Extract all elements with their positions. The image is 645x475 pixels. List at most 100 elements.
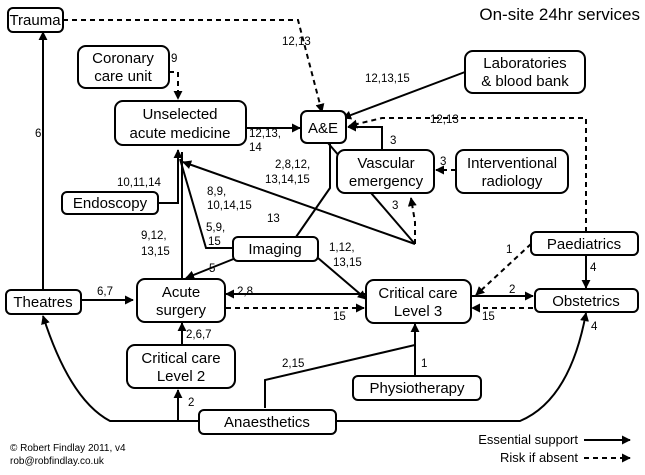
- node-trauma: Trauma: [7, 7, 64, 33]
- edge-vascular-ae: [347, 122, 383, 150]
- edge-label: 13,15: [333, 257, 362, 269]
- node-label: Anaesthetics: [224, 414, 310, 431]
- edge-label: 3: [392, 200, 398, 212]
- edge-label: 13: [267, 213, 280, 225]
- node-label: Physiotherapy: [369, 380, 465, 397]
- credit-line: © Robert Findlay 2011, v4: [10, 443, 126, 454]
- node-endoscopy: Endoscopy: [61, 191, 159, 215]
- edge-endoscopy-unselected: [158, 149, 183, 204]
- edge-cc3-unselected: [182, 160, 416, 245]
- node-imaging: Imaging: [232, 236, 319, 262]
- edge-label: 2: [188, 397, 194, 409]
- legend-dashed-label: Risk if absent: [500, 450, 578, 465]
- node-label: radiology: [482, 173, 543, 190]
- edge-imaging-ae: [295, 143, 331, 238]
- edge-label: 13,15: [141, 246, 170, 258]
- edge-label: 9: [171, 53, 177, 65]
- edge-label: 3: [440, 156, 446, 168]
- node-label: & blood bank: [481, 73, 569, 90]
- edge-label: 10,14,15: [207, 200, 252, 212]
- edge-label: 12,13: [430, 114, 459, 126]
- edge-imaging-unselected: [179, 158, 233, 249]
- edge-label: 10,11,14: [117, 177, 162, 189]
- node-label: Interventional: [467, 155, 557, 172]
- diagram-title: On-site 24hr services: [479, 5, 640, 24]
- edge-trauma-ae: [63, 19, 325, 113]
- node-label: Critical care: [378, 285, 457, 302]
- node-label: surgery: [156, 302, 207, 319]
- edge-label: 2,15: [282, 358, 304, 370]
- node-label: Critical care: [141, 350, 220, 367]
- node-label: Level 3: [394, 303, 442, 320]
- node-obstetrics: Obstetrics: [534, 288, 639, 313]
- edge-label: 1: [421, 358, 427, 370]
- node-label: Vascular: [357, 155, 414, 172]
- edge-label: 12,13: [282, 36, 311, 48]
- node-unselected-acute-medicine: Unselected acute medicine: [114, 100, 247, 146]
- edge-paed-ae: [348, 117, 587, 232]
- edge-label: 2,6,7: [186, 329, 212, 341]
- edge-imaging-cc3: [317, 257, 367, 300]
- legend: Essential support Risk if absent: [478, 432, 631, 465]
- edge-label: 12,13,: [249, 128, 281, 140]
- edge-label: 6: [35, 128, 41, 140]
- edge-label: 14: [249, 142, 262, 154]
- edge-label: 8,9,: [207, 186, 226, 198]
- node-interventional-radiology: Interventional radiology: [455, 149, 569, 194]
- node-critical-care-level-2: Critical care Level 2: [126, 344, 236, 389]
- node-label: Acute: [162, 284, 200, 301]
- node-label: Unselected: [142, 106, 217, 123]
- node-label: care unit: [94, 68, 152, 85]
- node-anaesthetics: Anaesthetics: [198, 409, 337, 435]
- edge-label: 2,8,12,: [275, 159, 310, 171]
- node-label: Imaging: [248, 241, 301, 258]
- edge-anaes-obstetrics: [337, 312, 589, 422]
- edge-label: 3: [390, 135, 396, 147]
- edge-label: 4: [591, 321, 598, 333]
- edge-label: 5: [209, 263, 215, 275]
- edge-label: 1: [506, 244, 512, 256]
- node-label: Trauma: [9, 12, 61, 29]
- edge-cc3-vascular: [407, 197, 417, 244]
- edge-imaging-surgery: [185, 257, 237, 280]
- edge-label: 2,8: [237, 286, 253, 298]
- node-label: Level 2: [157, 368, 205, 385]
- node-critical-care-level-3: Critical care Level 3: [365, 279, 472, 324]
- credit-email: rob@robfindlay.co.uk: [10, 456, 105, 467]
- node-label: Paediatrics: [547, 236, 621, 253]
- edge-paed-cc3: [475, 243, 532, 296]
- node-label: Theatres: [13, 294, 72, 311]
- edge-label: 6,7: [97, 286, 113, 298]
- edge-anaes-cc3: [264, 323, 420, 408]
- node-label: Coronary: [92, 50, 154, 67]
- node-paediatrics: Paediatrics: [530, 231, 639, 256]
- edge-label: 15: [333, 311, 346, 323]
- node-label: emergency: [349, 173, 424, 190]
- edge-label: 2: [509, 284, 515, 296]
- edge-coronary-unselected: [169, 71, 183, 100]
- edge-label: 9,12,: [141, 230, 167, 242]
- node-label: A&E: [308, 120, 338, 137]
- edge-label: 1,12,: [329, 242, 355, 254]
- node-acute-surgery: Acute surgery: [136, 278, 226, 323]
- edge-labs-ae: [342, 71, 466, 120]
- node-label: acute medicine: [130, 125, 231, 142]
- node-label: Laboratories: [483, 55, 566, 72]
- node-theatres: Theatres: [5, 289, 82, 315]
- node-label: Endoscopy: [73, 195, 148, 212]
- edge-label: 12,13,15: [365, 73, 410, 85]
- node-physiotherapy: Physiotherapy: [352, 375, 482, 401]
- legend-solid-label: Essential support: [478, 432, 578, 447]
- node-label: Obstetrics: [552, 293, 620, 310]
- node-ae: A&E: [300, 110, 347, 144]
- node-laboratories: Laboratories & blood bank: [464, 50, 586, 94]
- edge-label: 13,14,15: [265, 174, 310, 186]
- edge-label: 15: [208, 236, 221, 248]
- edge-label: 4: [590, 262, 597, 274]
- edge-anaes-theatres: [41, 315, 199, 422]
- node-coronary-care-unit: Coronary care unit: [77, 45, 170, 89]
- node-vascular-emergency: Vascular emergency: [336, 149, 435, 194]
- edge-label: 5,9,: [206, 222, 225, 234]
